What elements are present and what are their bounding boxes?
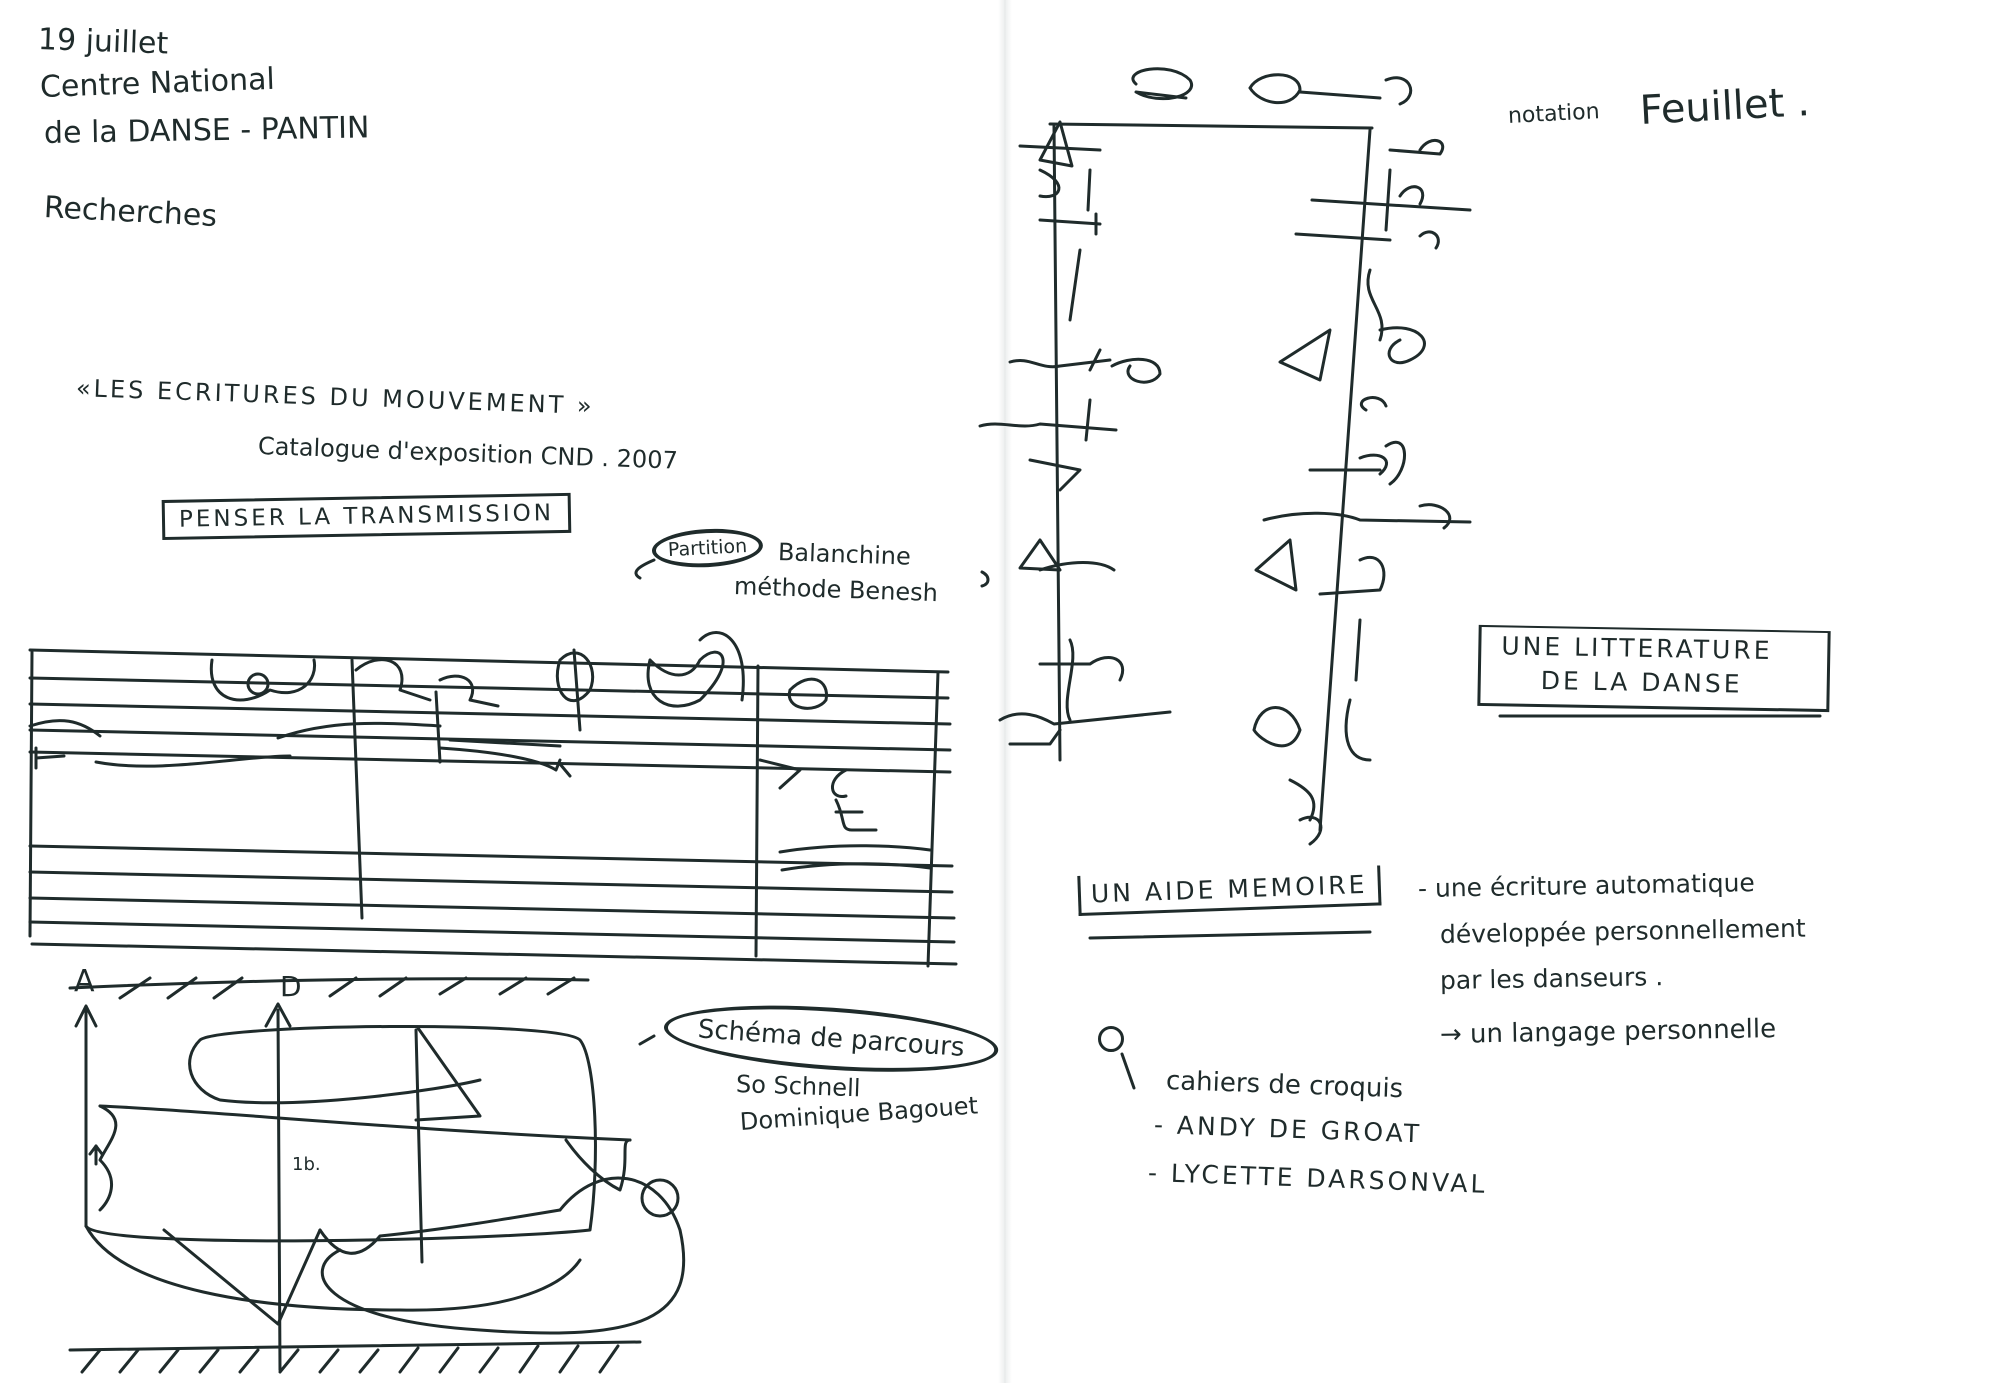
aide-underline: [1088, 930, 1372, 940]
stage-mark-small: 1b.: [292, 1154, 321, 1175]
magnifier-icon: [1098, 1026, 1124, 1052]
page-fold: [998, 0, 1012, 1383]
feuillet-notation: [978, 67, 1472, 846]
magnifier-handle: [1120, 1052, 1136, 1090]
stage-mark-a: A: [74, 964, 95, 999]
right-bracket-mark: [980, 570, 990, 588]
stage-mark-d: D: [280, 970, 302, 1003]
benesh-staff: [28, 631, 958, 968]
partition-connector: [634, 558, 656, 580]
stage-floor-path: [68, 976, 686, 1374]
schema-connector: [638, 1034, 656, 1046]
